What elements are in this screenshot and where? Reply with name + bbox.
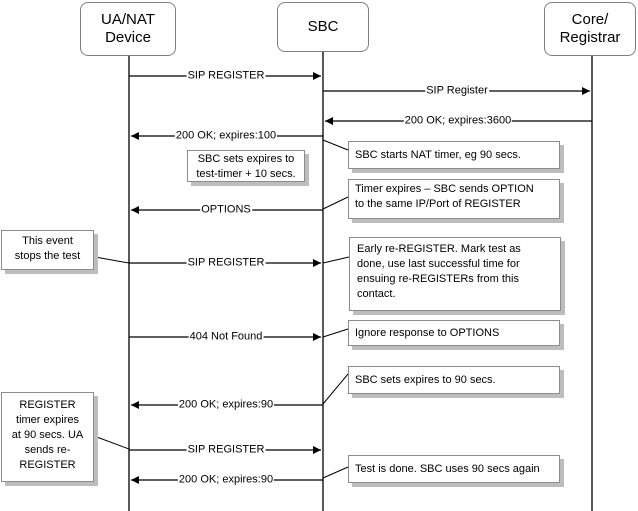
leader-nat-timer bbox=[322, 139, 349, 151]
label-sip-register-core: SIP Register bbox=[425, 84, 489, 98]
note-sets-expires-test-timer: SBC sets expires to test-timer + 10 secs… bbox=[187, 150, 305, 182]
leader-early-register bbox=[322, 256, 350, 264]
label-200ok-90-b: 200 OK; expires:90 bbox=[177, 473, 275, 487]
actor-core-registrar: Core/ Registrar bbox=[544, 2, 636, 56]
leader-test-done bbox=[322, 466, 349, 479]
note-ignore-response: Ignore response to OPTIONS bbox=[348, 320, 560, 346]
note-timer-expires: Timer expires – SBC sends OPTION to the … bbox=[348, 179, 560, 219]
label-options: OPTIONS bbox=[200, 203, 252, 217]
leader-stops-test bbox=[94, 256, 130, 264]
label-sip-register-2: SIP REGISTER bbox=[186, 256, 266, 270]
actor-ua-nat-device: UA/NAT Device bbox=[80, 2, 176, 56]
label-200ok-90-a: 200 OK; expires:90 bbox=[177, 398, 275, 412]
leader-timer-90 bbox=[93, 435, 130, 450]
label-sip-register-3: SIP REGISTER bbox=[186, 443, 266, 457]
note-sets-expires-90: SBC sets expires to 90 secs. bbox=[348, 366, 560, 394]
leader-sets-90 bbox=[322, 373, 349, 405]
label-200ok-3600: 200 OK; expires:3600 bbox=[403, 114, 513, 128]
leader-ignore-response bbox=[322, 328, 349, 338]
actor-sbc: SBC bbox=[277, 2, 369, 52]
note-test-is-done: Test is done. SBC uses 90 secs again bbox=[348, 455, 560, 483]
leader-timer-expires bbox=[322, 196, 349, 210]
note-stops-the-test: This event stops the test bbox=[1, 230, 94, 270]
note-starts-nat-timer: SBC starts NAT timer, eg 90 secs. bbox=[348, 141, 560, 169]
label-404-not-found: 404 Not Found bbox=[188, 330, 264, 344]
note-early-re-register: Early re-REGISTER. Mark test as done, us… bbox=[349, 237, 561, 311]
label-200ok-100: 200 OK; expires:100 bbox=[174, 129, 278, 143]
note-register-timer-expires: REGISTER timer expires at 90 secs. UA se… bbox=[1, 392, 94, 482]
label-sip-register-1: SIP REGISTER bbox=[186, 69, 266, 83]
